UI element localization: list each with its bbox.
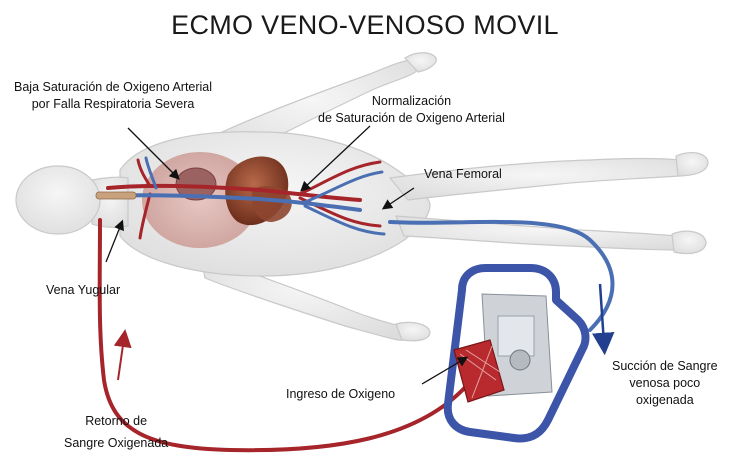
ecmo-device [448, 268, 586, 438]
upper-foot [676, 153, 708, 176]
label-low-saturation-line2: por Falla Respiratoria Severa [14, 96, 212, 113]
label-return-line1: Retorno de [64, 410, 168, 432]
label-suction: Succión de Sangre venosa poco oxigenada [612, 358, 718, 409]
label-suction-line1: Succión de Sangre [612, 358, 718, 375]
label-return-line2: Sangre Oxigenada [64, 432, 168, 454]
label-oxygen-inlet: Ingreso de Oxigeno [286, 386, 395, 403]
lower-hand [396, 322, 430, 340]
label-suction-line2: venosa poco [612, 375, 718, 392]
pointer-jugular [106, 222, 122, 262]
return-flow-arrow [118, 338, 124, 380]
pump-head [510, 350, 530, 370]
head [16, 166, 100, 234]
label-suction-line3: oxigenada [612, 392, 718, 409]
label-low-saturation: Baja Saturación de Oxigeno Arterial por … [14, 79, 212, 113]
label-normalization-line1: Normalización [318, 93, 505, 110]
device-panel [498, 316, 534, 356]
label-femoral-vein: Vena Femoral [424, 166, 502, 183]
jugular-cannula [96, 192, 136, 199]
label-normalization: Normalización de Saturación de Oxigeno A… [318, 93, 505, 127]
label-jugular-vein: Vena Yugular [46, 282, 120, 299]
label-normalization-line2: de Saturación de Oxigeno Arterial [318, 110, 505, 127]
lower-foot [672, 231, 706, 253]
label-return: Retorno de Sangre Oxigenada [64, 410, 168, 454]
label-low-saturation-line1: Baja Saturación de Oxigeno Arterial [14, 79, 212, 96]
